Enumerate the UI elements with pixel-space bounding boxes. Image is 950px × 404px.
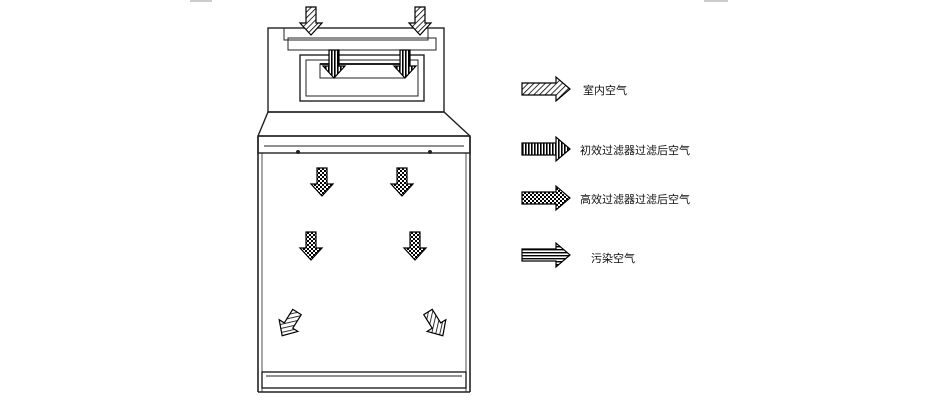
hepa-arrow-upper-right [390,167,414,197]
exhaust-arrow-bottom-left [272,305,307,343]
top-housing [267,27,445,113]
legend-label-contaminated: 污染空气 [591,252,635,265]
legend-label-primary-filtered: 初效过滤器过滤后空气 [580,144,690,157]
legend-room-air-arrow [521,76,571,102]
legend-hepa-filtered-arrow [521,185,571,211]
legend-label-hepa-filtered: 高效过滤器过滤后空气 [580,193,690,206]
room-air-inlet-arrow-left [299,6,323,36]
legend-primary-filtered-arrow [521,136,571,162]
cabinet-body [257,111,471,393]
legend-label-room-air: 室内空气 [583,84,627,97]
exhaust-arrow-bottom-right [418,305,453,343]
hepa-arrow-upper-left [310,167,334,197]
legend-contaminated-arrow [521,242,571,268]
hepa-arrow-middle-right [403,231,427,261]
hepa-arrow-middle-left [299,231,323,261]
